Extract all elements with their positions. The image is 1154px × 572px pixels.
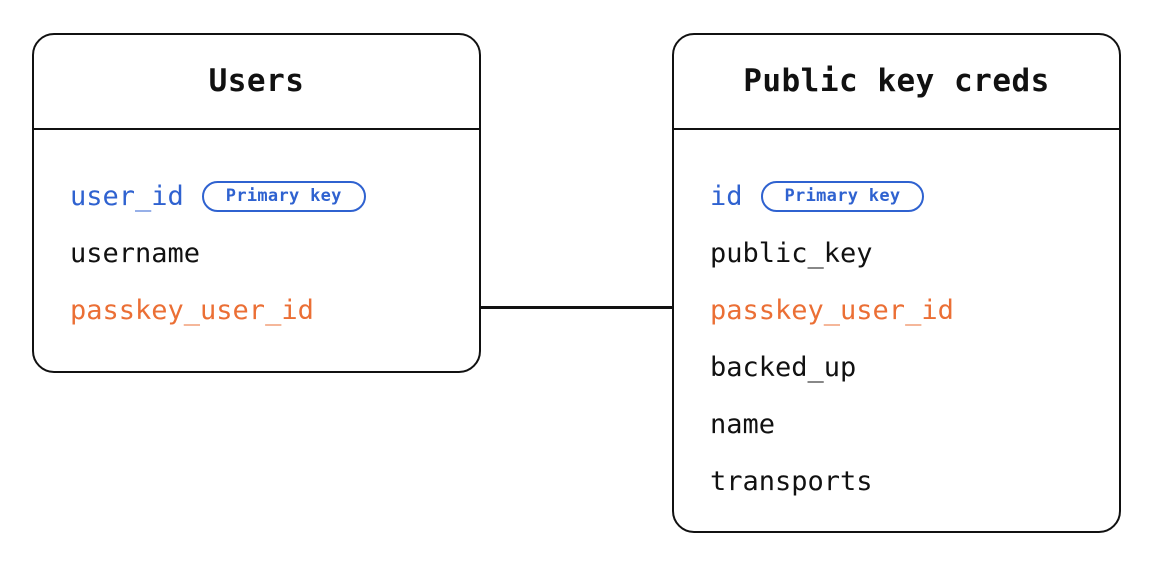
field-name-passkey-user-id: passkey_user_id (70, 295, 314, 326)
field-row-passkey-user-id[interactable]: passkey_user_id (674, 282, 1119, 339)
field-name-username: username (70, 238, 201, 269)
field-name-transports: transports (710, 466, 873, 497)
primary-key-badge-label: Primary key (225, 186, 342, 206)
primary-key-badge-id: Primary key (760, 181, 925, 212)
entity-box-users[interactable]: Users user_id Primary key username passk… (32, 33, 481, 373)
entity-title-public-key-creds: Public key creds (743, 63, 1050, 99)
field-row-id[interactable]: id Primary key (674, 168, 1119, 225)
field-row-username[interactable]: username (34, 225, 479, 282)
field-row-user-id[interactable]: user_id Primary key (34, 168, 479, 225)
field-row-public-key[interactable]: public_key (674, 225, 1119, 282)
field-name-user-id: user_id (70, 181, 184, 212)
field-name-id: id (710, 181, 743, 212)
field-name-public-key: public_key (710, 238, 873, 269)
field-list-public-key-creds: id Primary key public_key passkey_user_i… (674, 128, 1119, 510)
primary-key-badge-user-id: Primary key (201, 181, 366, 212)
primary-key-badge-label: Primary key (784, 186, 901, 206)
field-name-backed-up: backed_up (710, 352, 857, 383)
entity-header-divider-public-key-creds (672, 128, 1121, 130)
relationship-connector-users-credentials[interactable] (481, 306, 673, 309)
field-name-name: name (710, 409, 776, 440)
field-row-passkey-user-id[interactable]: passkey_user_id (34, 282, 479, 339)
entity-title-users: Users (208, 63, 305, 99)
field-row-transports[interactable]: transports (674, 453, 1119, 510)
entity-header-divider-users (32, 128, 481, 130)
entity-header-users: Users (34, 35, 479, 128)
field-list-users: user_id Primary key username passkey_use… (34, 128, 479, 339)
field-row-name[interactable]: name (674, 396, 1119, 453)
field-name-passkey-user-id: passkey_user_id (710, 295, 954, 326)
field-row-backed-up[interactable]: backed_up (674, 339, 1119, 396)
entity-header-public-key-creds: Public key creds (674, 35, 1119, 128)
entity-box-public-key-creds[interactable]: Public key creds id Primary key public_k… (672, 33, 1121, 533)
